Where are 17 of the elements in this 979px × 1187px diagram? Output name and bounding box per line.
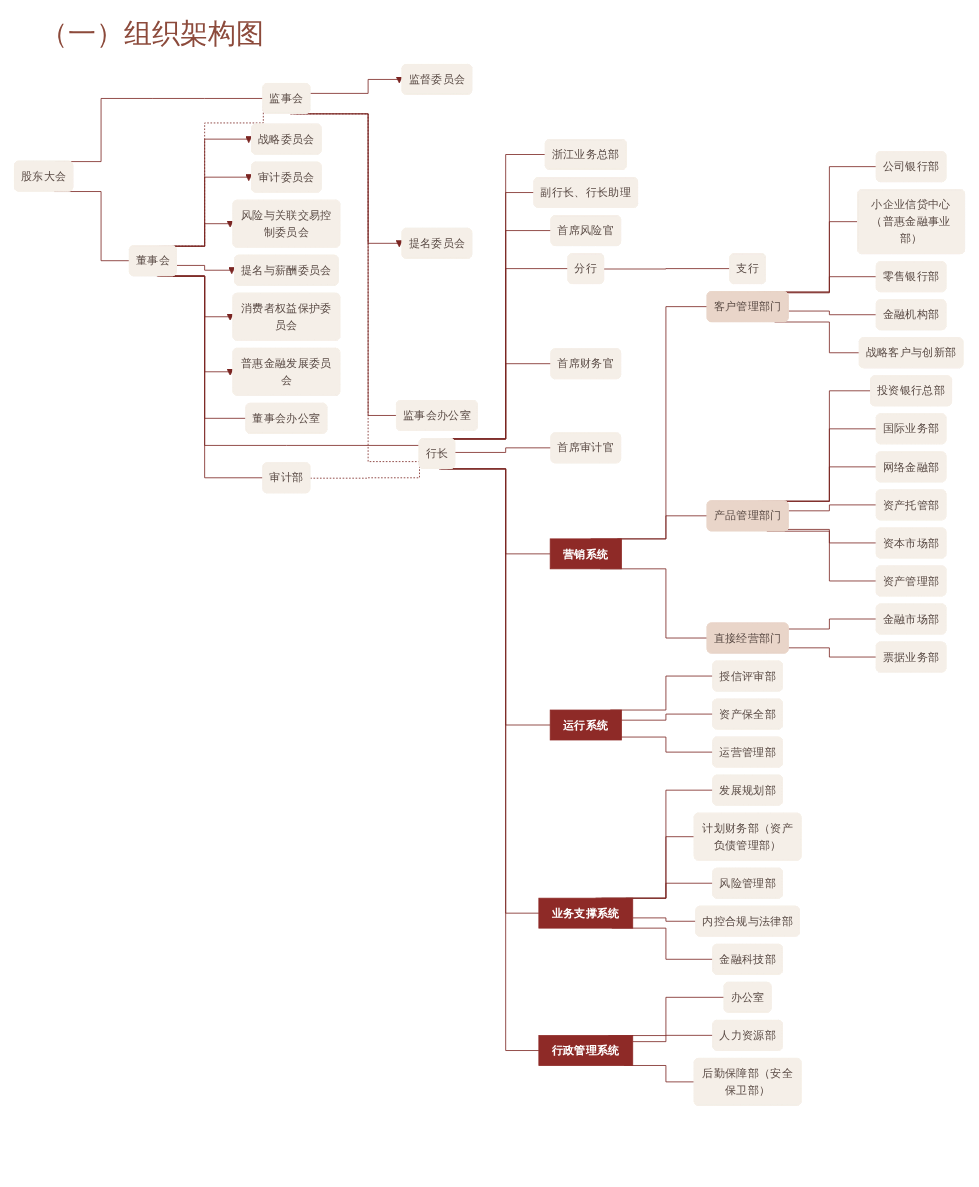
title: （一）组织架构图 (40, 17, 264, 51)
connector (632, 917, 697, 923)
connector (621, 736, 714, 753)
connector (788, 504, 878, 512)
connector (621, 713, 714, 721)
connector (786, 276, 878, 294)
connector (788, 310, 878, 316)
connector (787, 529, 878, 544)
node-box: 运行系统 (549, 709, 622, 741)
connector (788, 647, 878, 658)
connector (788, 618, 878, 630)
node-box: 营销系统 (549, 538, 622, 570)
connector (603, 268, 731, 270)
connector (632, 1034, 714, 1043)
node-box: 行政管理系统 (538, 1035, 634, 1066)
connector (454, 447, 552, 453)
node-box: 业务支撑系统 (538, 897, 634, 929)
